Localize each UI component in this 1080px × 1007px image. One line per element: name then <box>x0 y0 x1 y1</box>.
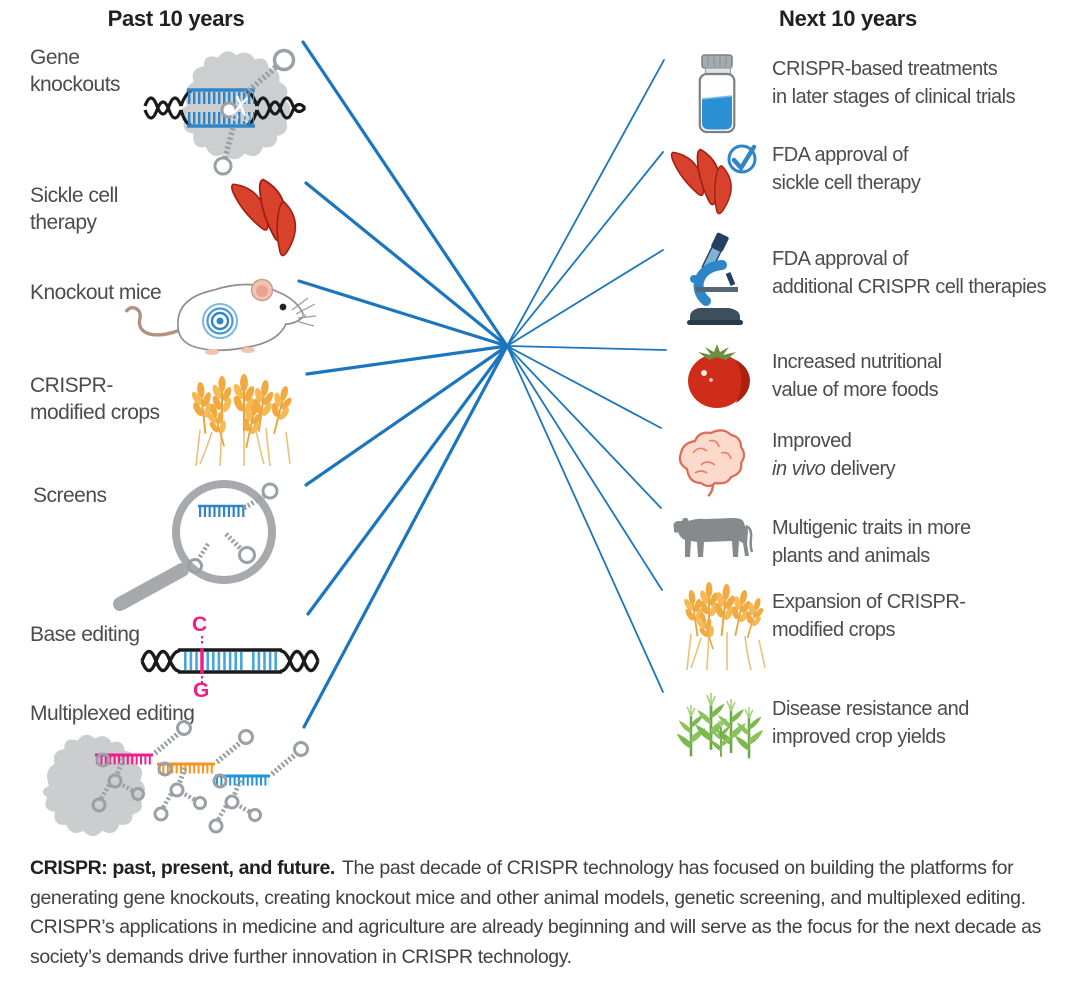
label-base-editing: Base editing <box>30 623 140 646</box>
sickle-cells-icon <box>230 177 307 258</box>
caption-title: CRISPR: past, present, and future. <box>30 857 335 879</box>
ray-multiplexed-editing <box>302 344 509 729</box>
label-multiplexed-editing: Multiplexed editing <box>30 702 195 725</box>
ray-disease-resistance <box>506 345 664 693</box>
ray-knockout-mice <box>297 279 509 348</box>
ray-screens <box>304 344 509 487</box>
connector-lines <box>297 40 667 729</box>
cas9-dna-cut-icon <box>143 48 307 176</box>
next-10-years-header: Next 10 years <box>779 6 917 31</box>
base-from-letter: C <box>192 613 208 636</box>
corn-icon <box>675 691 765 760</box>
knockout-mouse-icon <box>124 278 317 355</box>
ray-fda-cell-therapies <box>506 249 664 347</box>
cow-icon <box>673 517 754 557</box>
magnifier-grna-icon <box>113 480 279 611</box>
ray-gene-knockouts <box>301 40 509 348</box>
label-crispr-modified-crops: CRISPR-modified crops <box>30 374 160 424</box>
target-icon <box>202 303 238 339</box>
item-disease-resistance: Disease resistance and improved crop yie… <box>772 698 969 748</box>
scissors-icon <box>231 95 250 122</box>
base-to-letter: G <box>193 679 210 702</box>
vial-icon <box>698 54 736 134</box>
label-sickle-cell-therapy: Sickle cell therapy <box>30 184 118 234</box>
item-fda-sickle: FDA approval of sickle cell therapy <box>772 144 921 194</box>
figure-caption: CRISPR: past, present, and future.The pa… <box>30 854 1060 972</box>
ray-nutritional-value <box>506 345 667 351</box>
item-multigenic-traits: Multigenic traits in more plants and ani… <box>772 517 971 567</box>
wheat-icon-right <box>680 581 769 671</box>
caption-body: The past decade of CRISPR technology has… <box>30 857 1041 968</box>
item-crop-expansion: Expansion of CRISPR- modified crops <box>772 591 966 641</box>
ray-multigenic-traits <box>506 345 662 509</box>
ray-in-vivo-delivery <box>506 345 662 429</box>
item-in-vivo-delivery: Improved in vivo delivery <box>772 430 896 480</box>
wheat-icon <box>187 372 298 467</box>
ray-crop-expansion <box>506 345 663 591</box>
ray-clinical-trials <box>506 59 665 347</box>
item-fda-cell-therapies: FDA approval of additional CRISPR cell t… <box>772 248 1047 298</box>
check-icon <box>727 144 757 174</box>
past-10-years-header: Past 10 years <box>107 6 245 31</box>
brain-icon <box>678 429 746 497</box>
label-screens: Screens <box>33 484 107 507</box>
label-gene-knockouts: Gene knockouts <box>30 46 121 96</box>
ray-fda-sickle <box>506 151 664 347</box>
sickle-cells-check-icon <box>670 144 757 216</box>
ray-crispr-crops <box>305 344 509 376</box>
base-editing-dna-icon <box>140 636 320 686</box>
tomato-icon <box>688 344 750 408</box>
in-vivo-italic: in vivo <box>772 458 826 480</box>
multiplexed-grna-icon <box>42 724 317 837</box>
item-clinical-trials: CRISPR-based treatments in later stages … <box>772 58 1016 108</box>
ray-sickle-cell-therapy <box>304 181 509 348</box>
ray-base-editing <box>306 344 509 616</box>
item-nutritional-value: Increased nutritional value of more food… <box>772 351 942 401</box>
label-knockout-mice: Knockout mice <box>30 281 162 304</box>
microscope-icon <box>687 232 743 325</box>
